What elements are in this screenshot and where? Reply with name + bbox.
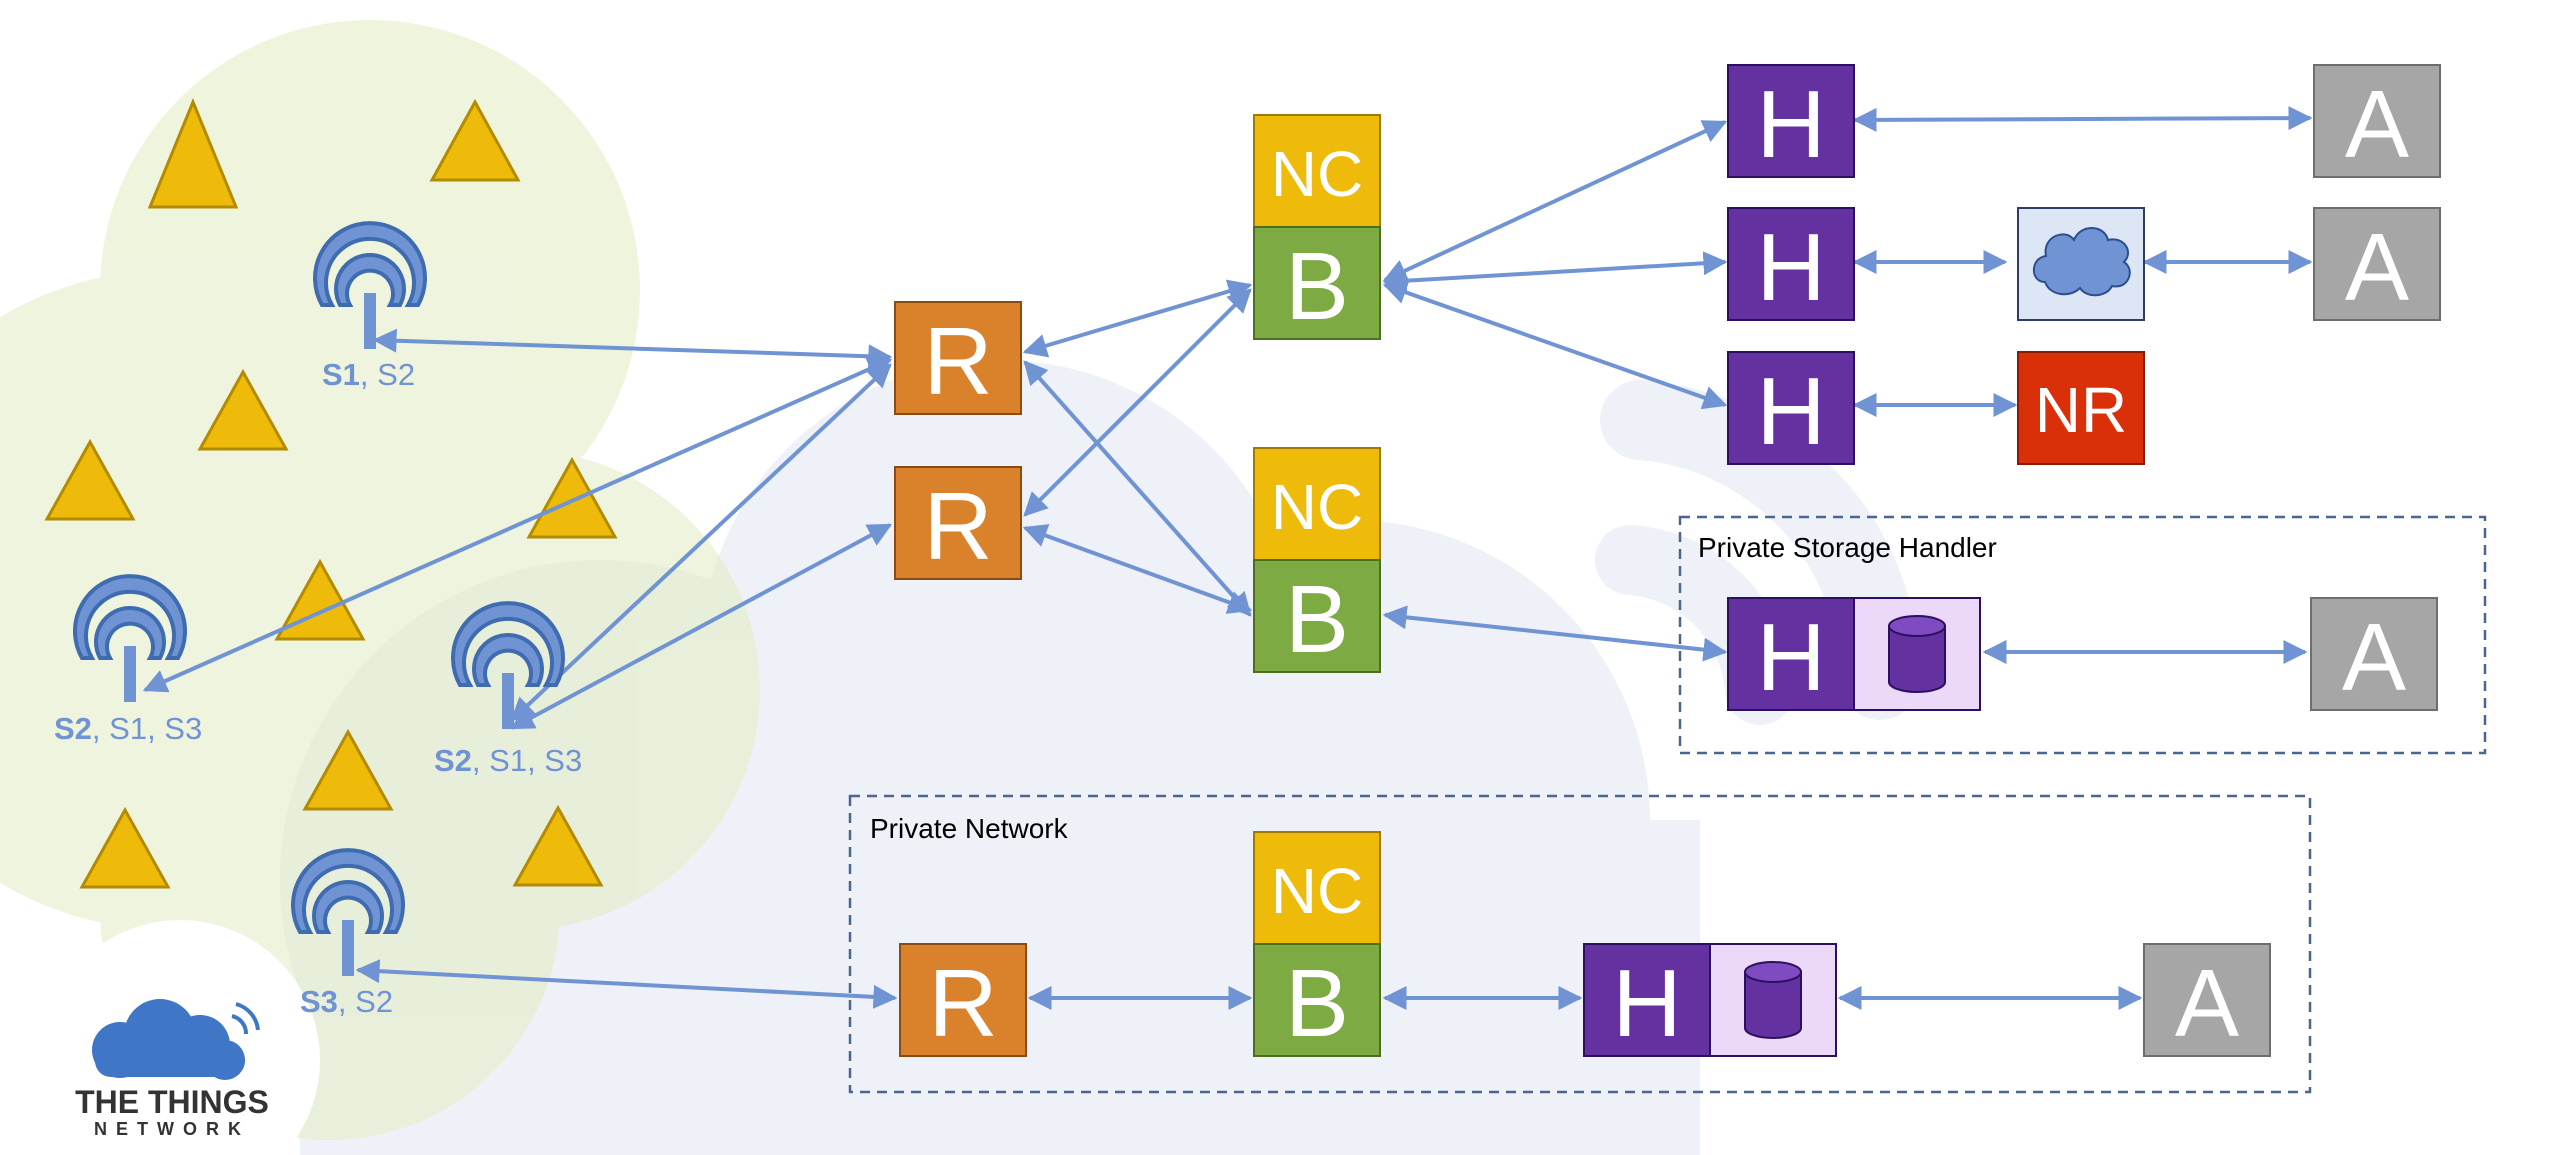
network-controller-label: NC [1271, 138, 1363, 210]
triangle-node-icon [429, 98, 521, 182]
link-h1-a1 [1852, 106, 2313, 132]
network-controller-label: NC [1271, 855, 1363, 927]
svg-text:S2, S1, S3: S2, S1, S3 [54, 711, 202, 746]
gateway-secondary-label: , S1, S3 [92, 711, 202, 746]
network-controller-box [1253, 447, 1381, 561]
gateway-secondary-label: , S2 [360, 357, 415, 392]
application-storage: A [2310, 597, 2438, 711]
application-label: A [2175, 950, 2239, 1057]
network-controller-label: NC [1271, 471, 1363, 543]
group-title-private-storage-handler: Private Storage Handler [1698, 532, 1997, 563]
network-controller-box [1253, 831, 1381, 945]
connections [142, 106, 2313, 1010]
application-label: A [2345, 71, 2409, 178]
triangle-node-icon [44, 438, 136, 521]
ttn-cloud-icon [92, 999, 245, 1080]
network-router-label: NR [2035, 374, 2127, 446]
handler-label: H [1756, 214, 1825, 321]
router-2: R [894, 466, 1022, 580]
handler-2: H [1727, 207, 1855, 321]
ttn-signal-icon [231, 1002, 260, 1035]
gateway-gw4: S3, S2 [291, 848, 405, 1019]
gateway-gw1: S1, S2 [313, 221, 427, 392]
broker-label: B [1285, 233, 1349, 340]
triangle-node-icon [302, 728, 394, 811]
router-label: R [928, 950, 997, 1057]
broker-label: B [1285, 950, 1349, 1057]
gateway-gw3: S2, S1, S3 [434, 601, 582, 778]
link-b1-h2 [1382, 251, 1728, 293]
application-2: A [2313, 207, 2441, 321]
gateway-gw2: S2, S1, S3 [54, 574, 202, 746]
gateway-secondary-label: , S1, S3 [472, 743, 582, 778]
application-1: A [2313, 64, 2441, 178]
link-gw3-r2 [509, 523, 893, 730]
network-controller-box [1253, 114, 1381, 228]
triangle-node-icon [512, 804, 604, 887]
group-title-private-network: Private Network [870, 813, 1069, 844]
gateway-secondary-label: , S2 [338, 984, 393, 1019]
broker-stack-private: NC B [1253, 831, 1381, 1057]
svg-text:S3, S2: S3, S2 [300, 984, 393, 1019]
gateways: S1, S2 S2, S1, S3 S2, S1, S3 [54, 221, 582, 1019]
database-cylinder-icon [1744, 961, 1802, 1039]
application-label: A [2345, 214, 2409, 321]
handler-label: H [1756, 358, 1825, 465]
router-private: R [899, 943, 1027, 1057]
link-gw4-rp [355, 959, 898, 1009]
logo-line-1: THE THINGS [75, 1084, 269, 1120]
network-router-block: NR [2017, 351, 2145, 465]
triangle-node-icon [147, 98, 239, 209]
link-gw1-r1 [372, 328, 893, 369]
antenna-icon [291, 848, 405, 934]
handler-1: H [1727, 64, 1855, 178]
antenna-icon [313, 221, 427, 307]
broker-box [1253, 559, 1381, 673]
group-private-network: Private Network [848, 794, 2312, 1094]
broker-box [1253, 226, 1381, 340]
handler-label: H [1756, 71, 1825, 178]
antenna-icon [451, 601, 565, 687]
router-1: R [894, 301, 1022, 415]
group-private-storage-handler: Private Storage Handler [1678, 515, 2487, 755]
application-label: A [2342, 604, 2406, 711]
svg-text:S2, S1, S3: S2, S1, S3 [434, 743, 582, 778]
handler-private: H [1583, 943, 1837, 1057]
link-r2-b2 [1022, 524, 1253, 614]
handler-label: H [1612, 950, 1681, 1057]
link-r1-b1 [1022, 279, 1253, 358]
gateway-primary-label: S2 [434, 743, 472, 778]
gateway-primary-label: S2 [54, 711, 92, 746]
antenna-icon [73, 574, 187, 660]
link-b1-h3 [1382, 280, 1728, 410]
handler-storage: H [1727, 597, 1981, 711]
broker-stack-1: NC B [1253, 114, 1381, 340]
cloud-icon [2032, 227, 2131, 297]
handler-label: H [1756, 604, 1825, 711]
broker-label: B [1285, 566, 1349, 673]
triangle-node-icon [79, 806, 171, 889]
link-b2-hs [1382, 605, 1728, 662]
logo-line-2: NETWORK [94, 1119, 250, 1139]
application-private: A [2143, 943, 2271, 1057]
router-label: R [923, 473, 992, 580]
gateway-primary-label: S3 [300, 984, 338, 1019]
link-b1-h1 [1382, 120, 1728, 282]
database-cylinder-icon [1888, 615, 1946, 693]
svg-text:S1, S2: S1, S2 [322, 357, 415, 392]
broker-stack-2: NC B [1253, 447, 1381, 673]
handler-3: H [1727, 351, 1855, 465]
broker-box [1253, 943, 1381, 1057]
ttn-logo: THE THINGS NETWORK [75, 999, 269, 1139]
link-r2-b1 [1023, 288, 1252, 517]
router-label: R [923, 308, 992, 415]
gateway-primary-label: S1 [322, 357, 360, 392]
integration-cloud [2017, 207, 2145, 321]
